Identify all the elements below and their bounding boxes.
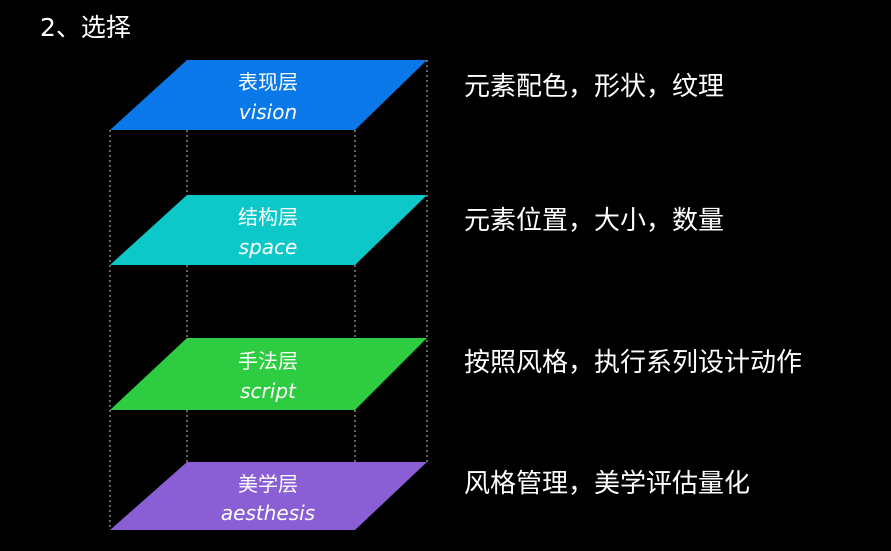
layer-vision: 表现层 vision [110,60,427,130]
plane-space [110,195,427,265]
plane-vision [110,60,427,130]
layer-vision-subtitle: vision [239,100,297,124]
slide-title: 2、选择 [40,13,131,42]
layer-vision-name: 表现层 [238,70,298,94]
layer-script-description: 按照风格，执行系列设计动作 [464,348,803,378]
layer-space: 结构层 space [110,195,427,265]
layer-aesthesis-name: 美学层 [238,472,298,496]
plane-script [110,338,427,410]
plane-aesthesis [110,462,427,530]
layer-space-subtitle: space [239,235,298,259]
layer-script-name: 手法层 [238,349,298,373]
layer-script-subtitle: script [240,379,297,403]
layer-aesthesis-description: 风格管理，美学评估量化 [464,469,751,499]
layer-space-name: 结构层 [238,205,298,229]
layer-vision-description: 元素配色，形状，纹理 [464,72,725,102]
layer-script: 手法层 script [110,338,427,410]
layer-aesthesis: 美学层 aesthesis [110,462,427,530]
layer-aesthesis-subtitle: aesthesis [221,501,315,525]
layer-space-description: 元素位置，大小，数量 [464,206,725,236]
